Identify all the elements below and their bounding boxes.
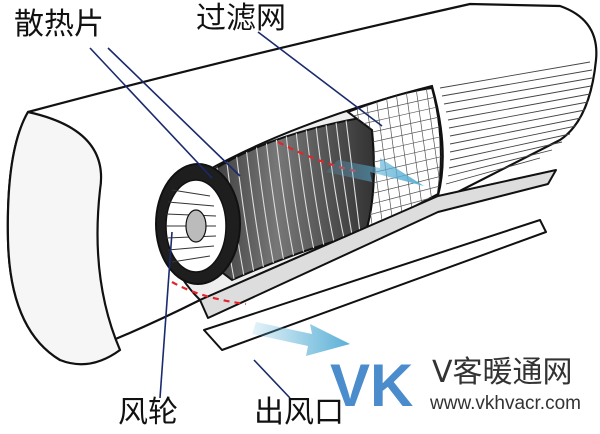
watermark-logo: VK	[330, 356, 413, 412]
airflow-out-arrow	[252, 322, 350, 356]
watermark-url: www.vkhvacr.com	[430, 393, 581, 414]
vent-grille	[439, 61, 593, 185]
airflow-in-arrow	[326, 158, 424, 186]
watermark-site-name: V客暖通网	[432, 355, 573, 390]
filter-mesh	[345, 86, 442, 234]
air-outlet-label: 出风口	[254, 395, 344, 430]
leader-lines	[89, 31, 383, 399]
filter-label: 过滤网	[196, 1, 286, 36]
fan-wheel-label: 风轮	[118, 395, 178, 430]
heat-fin-label: 散热片	[14, 7, 104, 42]
watermark-logo-text: VK	[330, 356, 413, 412]
fan-wheel	[155, 163, 241, 285]
